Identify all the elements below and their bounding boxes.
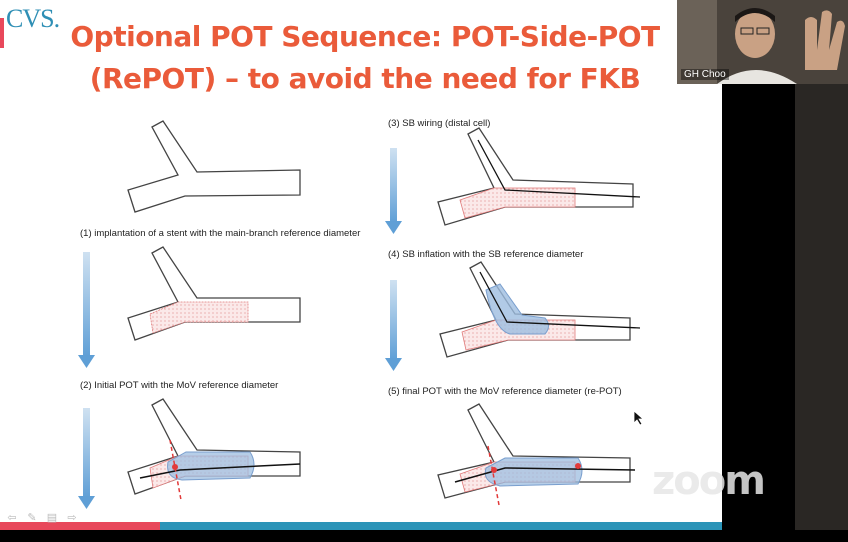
participant-video-icon: [677, 0, 848, 84]
prev-slide-icon[interactable]: ⇦: [7, 512, 17, 524]
vessel-step2: [127, 398, 301, 501]
step-2-caption: (2) Initial POT with the MoV reference d…: [80, 380, 279, 391]
step-4-caption: (4) SB inflation with the SB reference d…: [388, 249, 584, 260]
step-3-caption: (3) SB wiring (distal cell): [388, 118, 491, 129]
slide-area: CVS. Optional POT Sequence: POT-Side-POT…: [0, 0, 722, 530]
next-slide-icon[interactable]: ⇨: [67, 512, 77, 524]
arrow-step3-to-4: [385, 148, 402, 234]
step-5-caption: (5) final POT with the MoV reference dia…: [388, 386, 622, 397]
mouse-pointer-icon: [633, 410, 645, 426]
arrow-step1-to-2: [78, 252, 95, 368]
slide-footer-bar: [0, 522, 722, 530]
arrow-step4-to-5: [385, 280, 402, 371]
menu-icon[interactable]: ▤: [46, 512, 58, 524]
bifurcation-diagrams: [78, 120, 641, 509]
slide-nav-controls: ⇦ ✎ ▤ ⇨: [4, 510, 80, 526]
cvs-logo: CVS.: [6, 4, 60, 33]
slide-title-line-1: Optional POT Sequence: POT-Side-POT: [70, 20, 660, 53]
pen-icon[interactable]: ✎: [27, 512, 37, 524]
video-side-strip: [795, 84, 848, 530]
participant-name-label: GH Choo: [681, 69, 729, 80]
logo-accent-bar: [0, 18, 4, 48]
participant-video-tile[interactable]: GH Choo: [677, 0, 848, 84]
vessel-step5: [437, 403, 636, 506]
slide-title-line-2: (RePOT) – to avoid the need for FKB: [89, 62, 641, 95]
arrow-step2-to-final: [78, 408, 95, 509]
vessel-step3: [437, 127, 641, 226]
vessel-step4: [439, 261, 641, 358]
vessel-step1: [127, 246, 301, 341]
step-1-caption: (1) implantation of a stent with the mai…: [80, 228, 361, 239]
vessel-baseline: [127, 120, 301, 213]
zoom-watermark: zoom: [652, 458, 766, 504]
slide-footer-accent: [0, 522, 160, 530]
